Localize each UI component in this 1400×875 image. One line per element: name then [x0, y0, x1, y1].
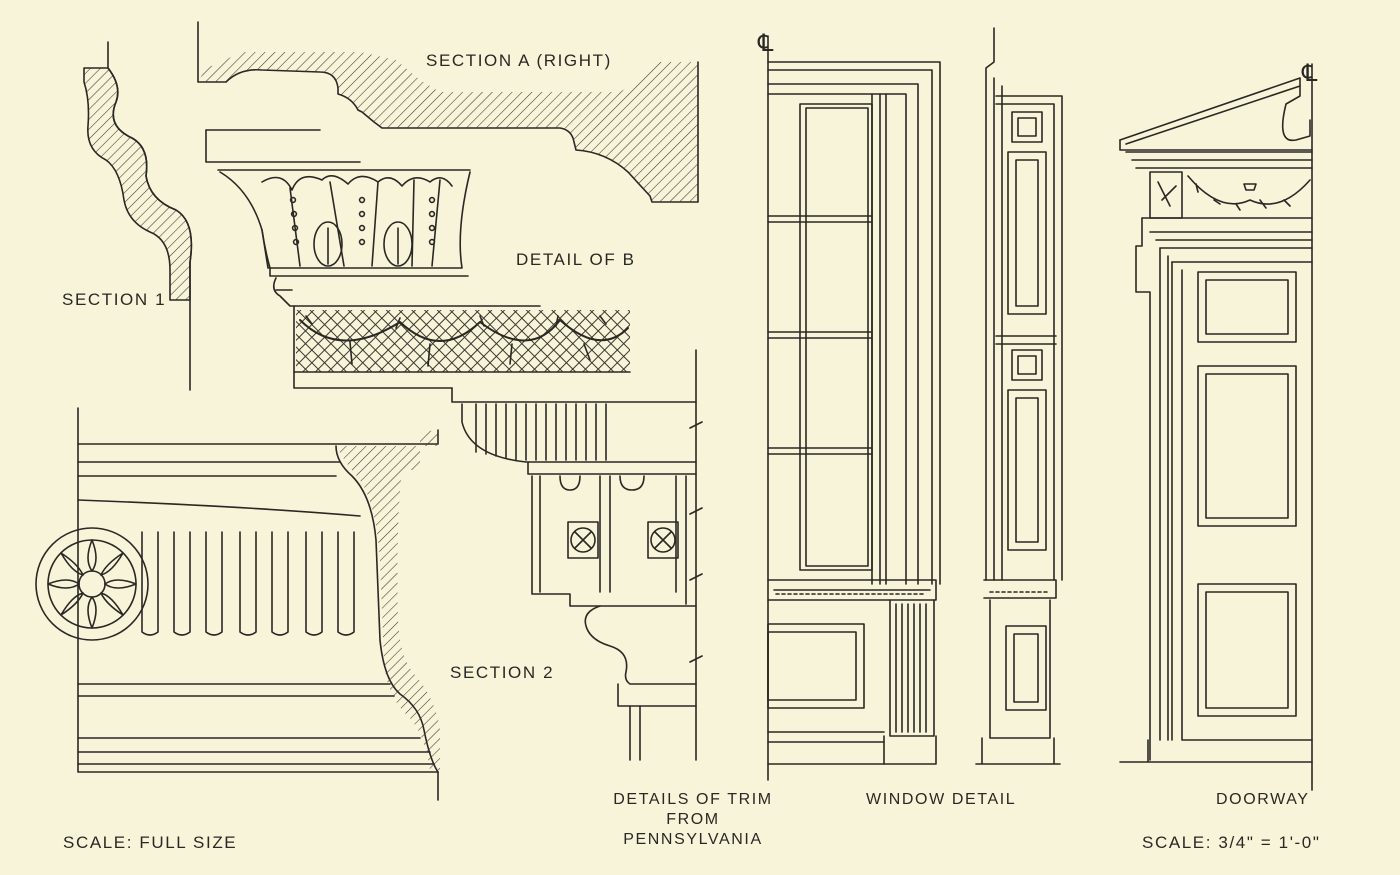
centerline-symbol-window: ℄ [758, 30, 776, 57]
label-window-detail: WINDOW DETAIL [866, 791, 1017, 808]
label-detail-b: DETAIL OF B [516, 250, 636, 269]
label-scale-right: SCALE: 3/4" = 1'-0" [1142, 833, 1321, 852]
detail-b-capital [205, 129, 631, 389]
title-line-3: PENNSYLVANIA [623, 831, 763, 848]
title-line-1: DETAILS OF TRIM [613, 791, 773, 808]
label-section-2: SECTION 2 [450, 663, 555, 682]
window-detail [767, 27, 1063, 781]
cornice-detail [451, 349, 703, 761]
doorway-detail [1119, 63, 1313, 791]
label-scale-left: SCALE: FULL SIZE [63, 833, 238, 852]
section-2-profile [35, 407, 440, 801]
title-line-2: FROM [666, 811, 720, 828]
label-section-a: SECTION A (RIGHT) [426, 51, 612, 70]
section-1-profile [83, 41, 193, 391]
title-block: DETAILS OF TRIM FROM PENNSYLVANIA [580, 792, 806, 848]
label-doorway: DOORWAY [1216, 791, 1310, 808]
label-section-1: SECTION 1 [62, 290, 167, 309]
section-a-profile [197, 21, 699, 203]
centerline-symbol-doorway: ℄ [1302, 60, 1320, 87]
